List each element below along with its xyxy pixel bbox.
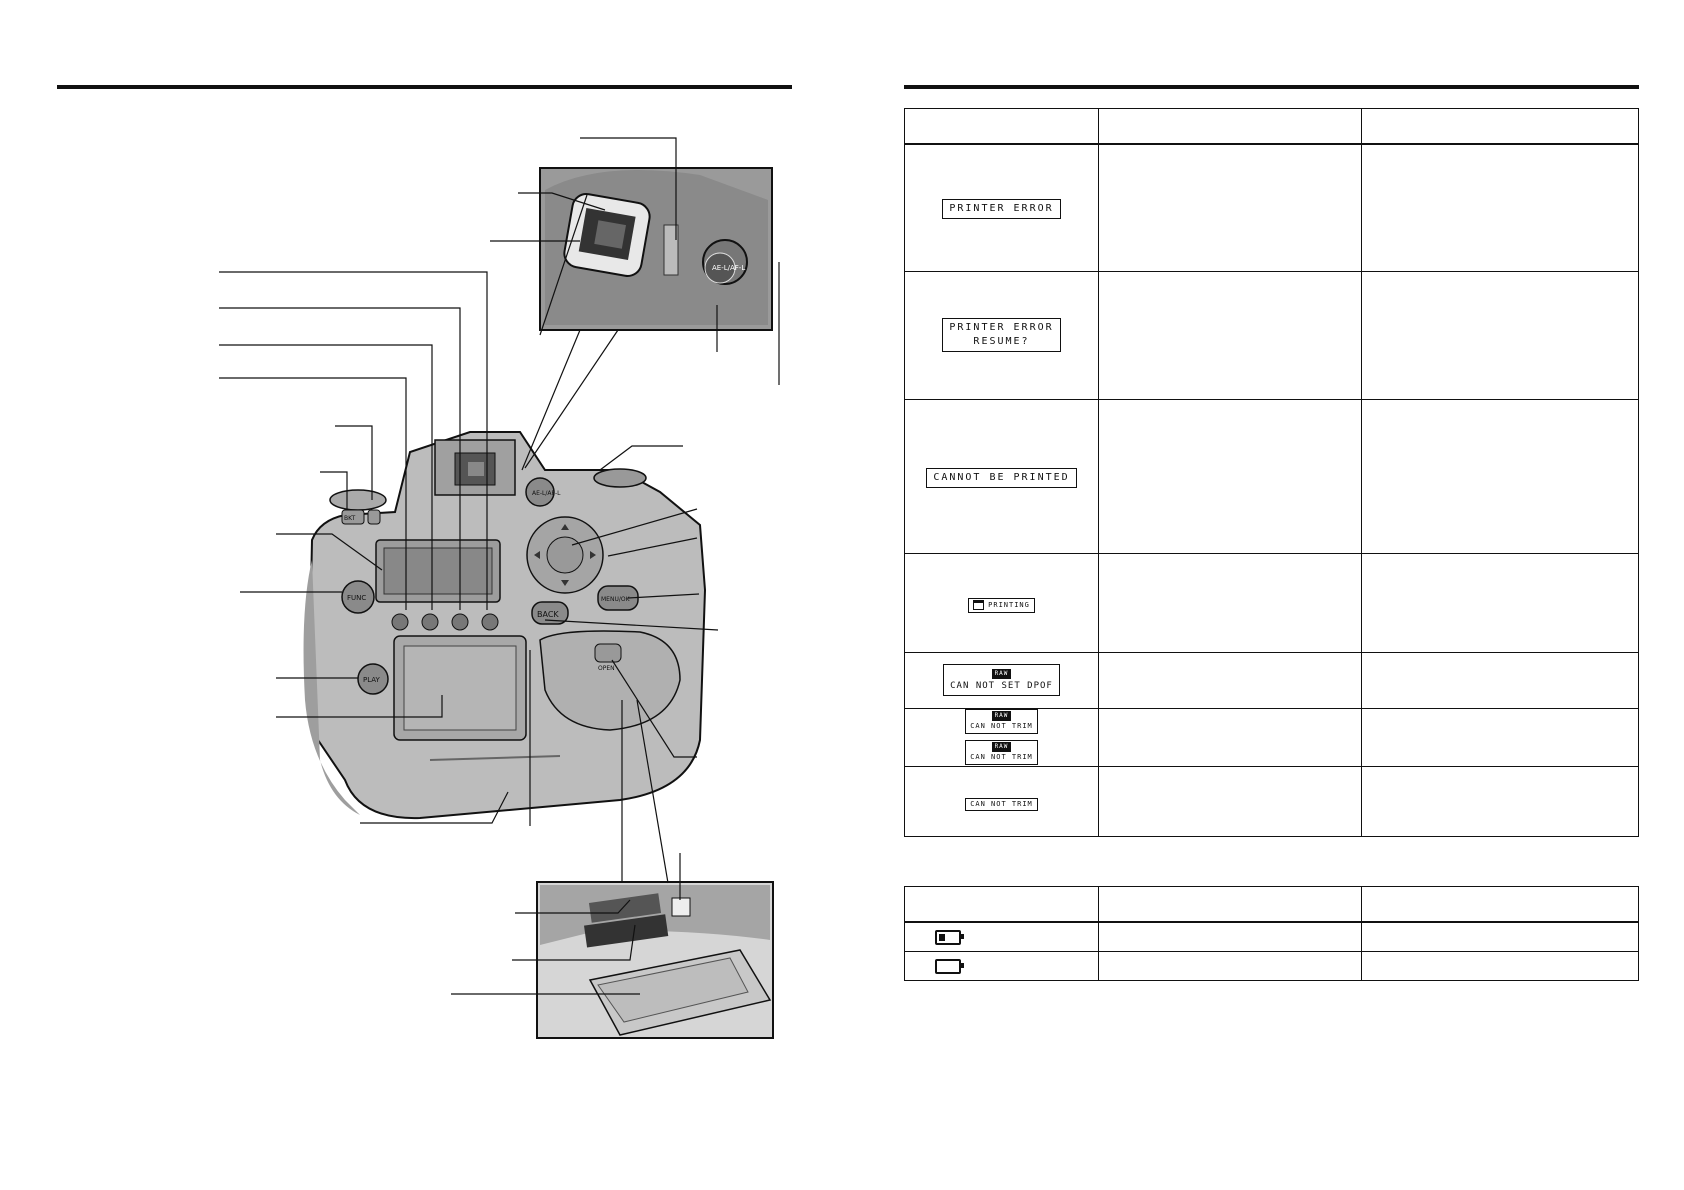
camera-back-diagram: AE-L/AF-L AE-L/AF-L BKT FUNC PLAY xyxy=(219,137,780,1039)
left-page-header-rule xyxy=(57,85,792,89)
table-row xyxy=(904,921,1639,952)
leader-lines xyxy=(219,137,780,995)
func-button-label: FUNC xyxy=(347,594,366,602)
table-row: CANNOT BE PRINTED xyxy=(904,398,1639,554)
printer-icon xyxy=(973,600,985,611)
table-header-row xyxy=(904,886,1639,923)
battery-fill xyxy=(939,934,945,942)
raw-badge: RAW xyxy=(991,669,1012,680)
lcd-message: CAN NOT TRIM xyxy=(965,797,1038,812)
battery-empty-icon xyxy=(935,959,964,974)
menu-ok-button-label: MENU/OK xyxy=(601,596,631,603)
ae-l-af-l-label: AE-L/AF-L xyxy=(712,264,745,272)
table-row: PRINTER ERROR xyxy=(904,143,1639,272)
lcd-message: PRINTER ERROR xyxy=(942,199,1061,220)
battery-table xyxy=(904,886,1639,981)
lcd-message: CANNOT BE PRINTED xyxy=(926,467,1077,488)
viewfinder-inset: AE-L/AF-L xyxy=(539,167,773,331)
open-lever-label: OPEN xyxy=(598,665,615,672)
right-page-header-rule xyxy=(904,85,1639,89)
bkt-button-label: BKT xyxy=(344,515,356,522)
table-row xyxy=(904,950,1639,981)
camera-body: AE-L/AF-L BKT FUNC PLAY BACK MENU/OK OPE… xyxy=(303,431,707,820)
table-row: PRINTING xyxy=(904,552,1639,653)
raw-badge: RAW xyxy=(991,742,1012,752)
ae-l-af-l-button-label: AE-L/AF-L xyxy=(532,490,561,497)
battery-low-icon xyxy=(935,930,964,946)
table-row: CAN NOT TRIM xyxy=(904,765,1639,837)
back-button-label: BACK xyxy=(537,610,559,619)
raw-badge: RAW xyxy=(991,711,1012,722)
play-button-label: PLAY xyxy=(363,676,381,684)
card-slot-inset xyxy=(536,881,774,1039)
table-header-row xyxy=(904,108,1639,145)
lcd-message: PRINTING xyxy=(968,598,1035,613)
